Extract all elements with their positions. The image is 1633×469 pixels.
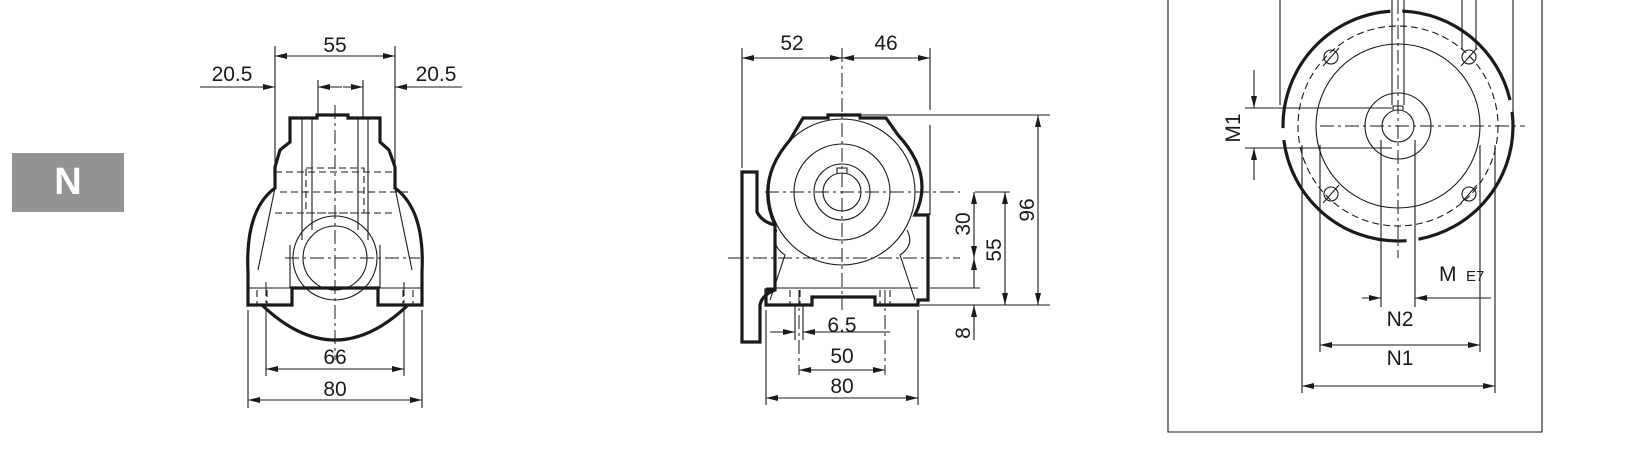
dim-n1: N1 <box>1387 347 1414 370</box>
dim-left-offset: 20.5 <box>212 63 253 86</box>
series-badge: N <box>12 153 124 212</box>
dim-top-width: 55 <box>323 34 346 57</box>
dim-axis-to-axis: 30 <box>952 212 975 235</box>
dim-left-to-center: 52 <box>780 32 803 55</box>
dim-total-height: 96 <box>1016 198 1039 221</box>
dim-center-to-right: 46 <box>874 32 897 55</box>
dim-hole-dia: 6.5 <box>827 314 856 337</box>
dim-axis-to-base: 55 <box>983 238 1006 261</box>
dim-n2: N2 <box>1387 308 1414 331</box>
dim-m: M <box>1439 263 1457 286</box>
dim-m-tolerance: E7 <box>1466 268 1484 285</box>
dim-base-width-side: 80 <box>830 375 853 398</box>
dim-foot-holes: 66 <box>323 346 346 369</box>
dim-base-width: 80 <box>323 378 346 401</box>
flange-view: M1 M E7 N2 N1 <box>1167 0 1543 433</box>
front-view: 55 20.5 20.5 66 80 <box>200 34 462 408</box>
bolt-hole-icon <box>1322 47 1478 204</box>
dim-m1: M1 <box>1222 113 1245 142</box>
series-badge-label: N <box>54 161 82 203</box>
side-view: 52 46 30 55 96 8 6.5 50 80 <box>728 32 1050 405</box>
dim-right-offset: 20.5 <box>416 63 457 86</box>
dim-foot-height: 8 <box>952 327 975 339</box>
dim-hole-spacing: 50 <box>830 345 853 368</box>
